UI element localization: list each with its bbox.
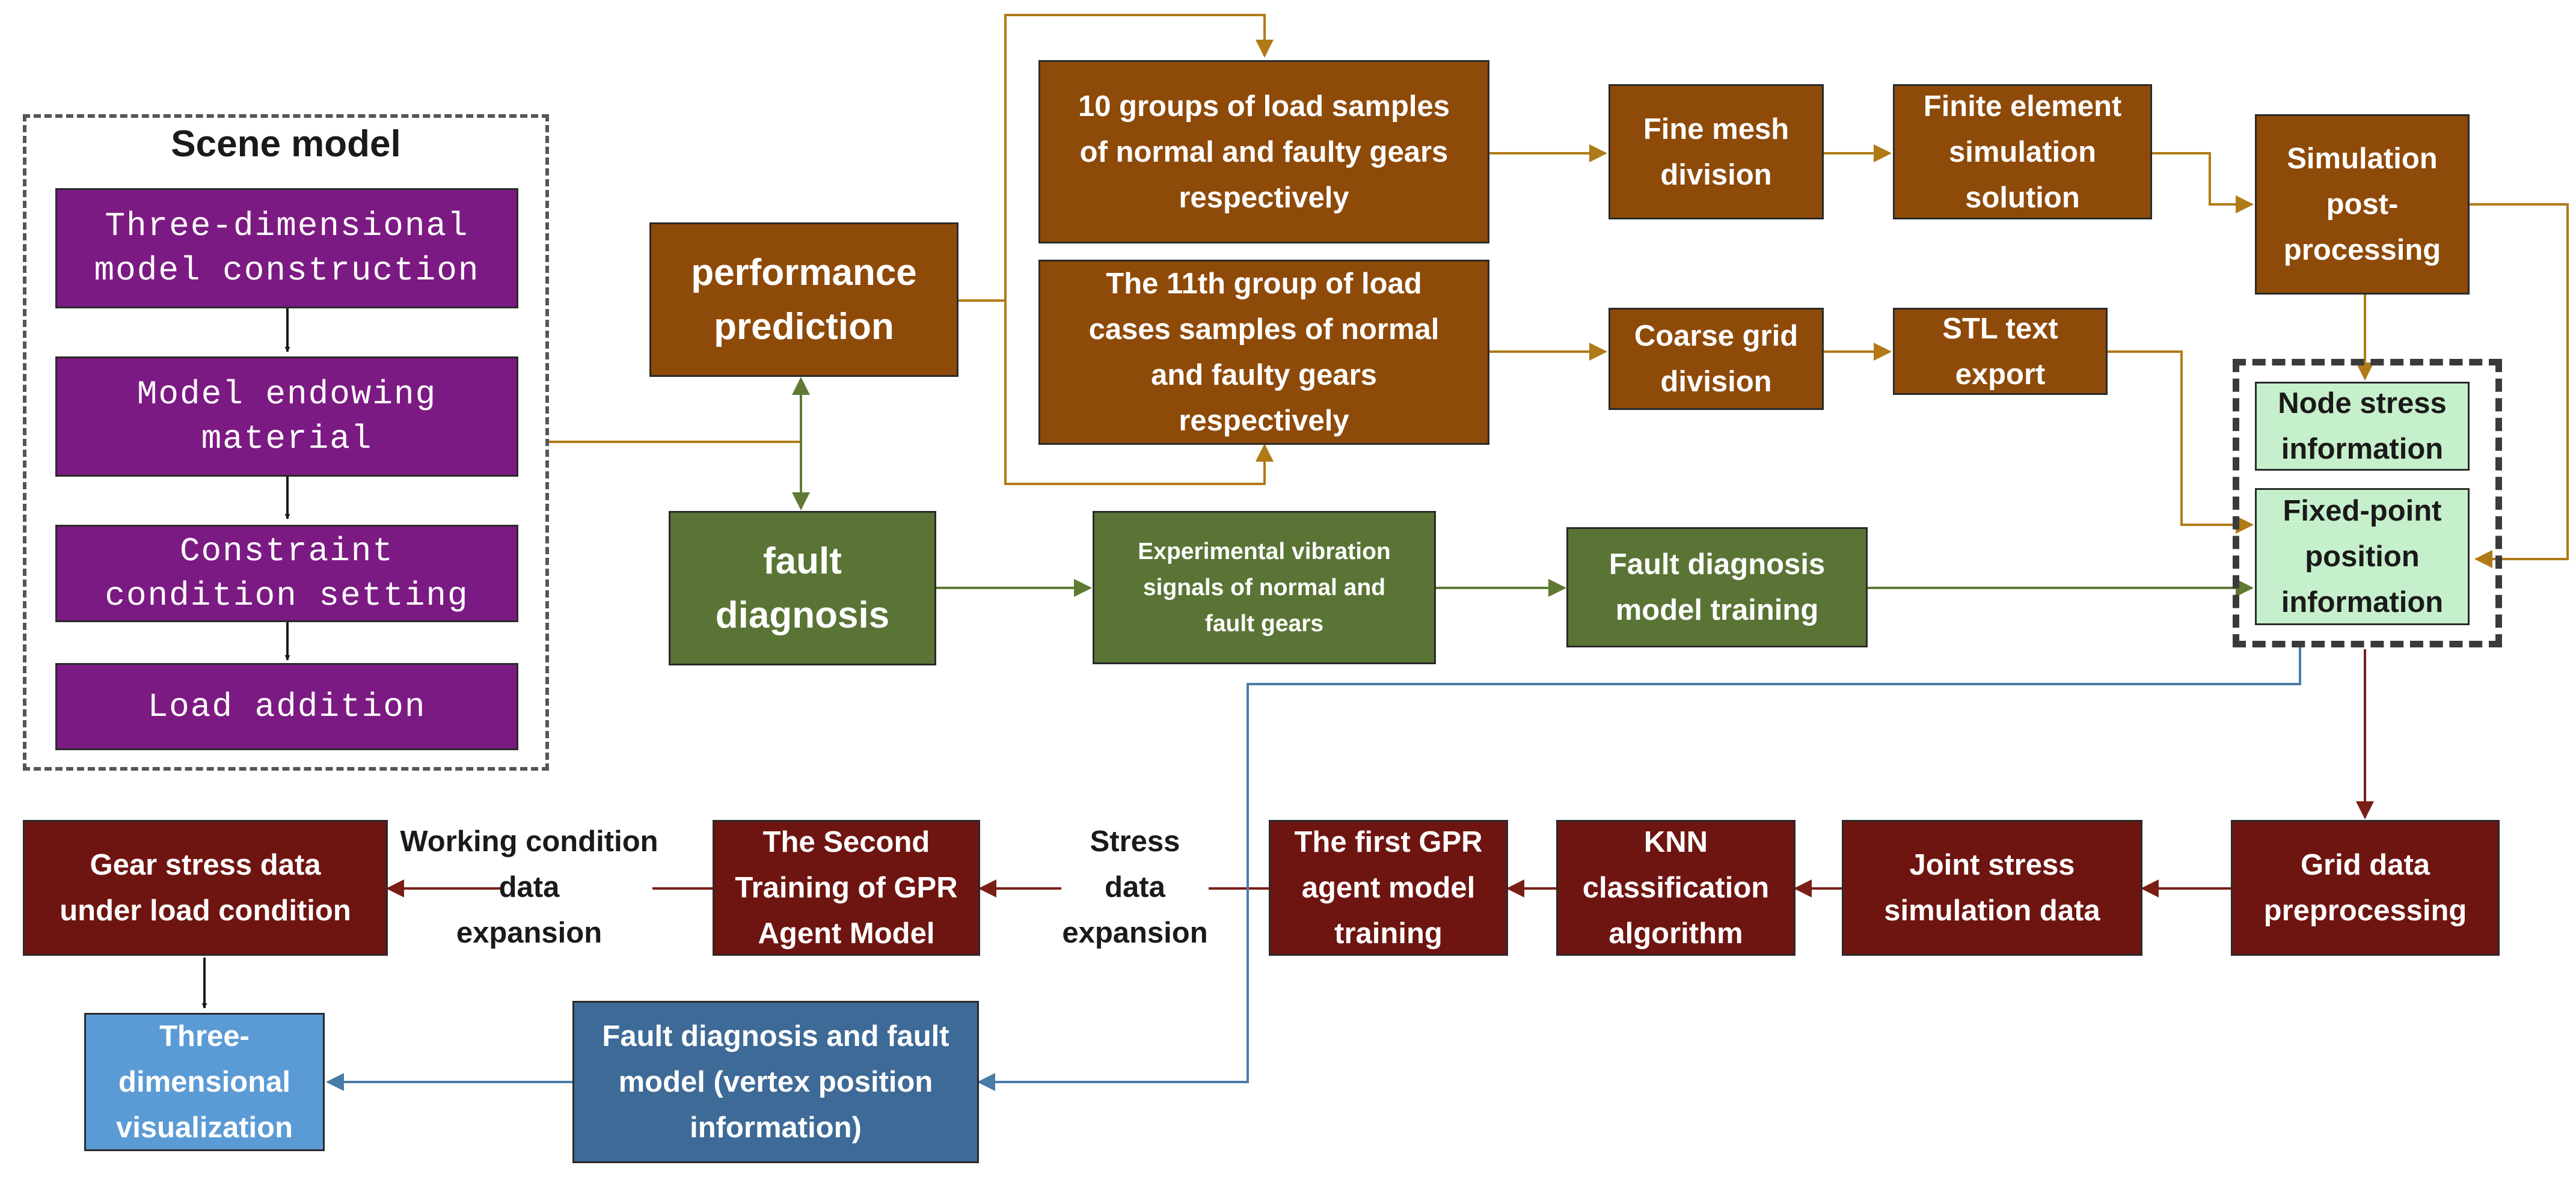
eleventh-group-samples-box: The 11th group of load cases samples of …: [1038, 260, 1489, 445]
constraint-condition-setting-box: Constraint condition setting: [55, 525, 518, 622]
coarse-grid-division-box: Coarse grid division: [1608, 308, 1824, 410]
stress-data-expansion-label: Stress data expansion: [1062, 825, 1208, 949]
three-dimensional-visualization-box: Three- dimensional visualization: [84, 1013, 325, 1151]
information-group: [2233, 359, 2502, 647]
simulation-post-processing-box: Simulation post- processing: [2255, 114, 2470, 295]
finite-element-simulation-box: Finite element simulation solution: [1893, 84, 2152, 219]
scene-model-title: Scene model: [171, 123, 401, 165]
fault-diagnosis-box: fault diagnosis: [669, 511, 936, 665]
performance-prediction-box: performance prediction: [649, 222, 958, 377]
gear-stress-data-box: Gear stress data under load condition: [23, 820, 388, 956]
pipeline-arrows: [386, 649, 2374, 897]
fixed-point-position-information-box: Fixed-point position information: [2255, 488, 2470, 625]
knn-classification-algorithm-box: KNN classification algorithm: [1556, 820, 1796, 956]
fault-diagnosis-model-training-box: Fault diagnosis model training: [1566, 527, 1868, 647]
second-gpr-training-box: The Second Training of GPR Agent Model: [713, 820, 980, 956]
working-condition-data-expansion-label: Working condition data expansion: [400, 825, 658, 949]
scene-chain-arrows: [201, 308, 290, 1009]
experimental-vibration-signals-box: Experimental vibration signals of normal…: [1093, 511, 1436, 664]
diagnosis-arrows: [792, 377, 2254, 597]
prediction-arrows: [547, 14, 2569, 568]
load-addition-box: Load addition: [55, 663, 518, 750]
fault-diagnosis-fault-model-box: Fault diagnosis and fault model (vertex …: [572, 1001, 979, 1163]
fine-mesh-division-box: Fine mesh division: [1608, 84, 1824, 219]
joint-stress-simulation-data-box: Joint stress simulation data: [1842, 820, 2142, 956]
visualization-arrows: [326, 646, 2301, 1091]
grid-data-preprocessing-box: Grid data preprocessing: [2231, 820, 2500, 956]
model-endowing-material-box: Model endowing material: [55, 356, 518, 477]
normal-faulty-load-samples-box: 10 groups of load samples of normal and …: [1038, 60, 1489, 243]
scene-model-group: [23, 114, 549, 771]
three-dimensional-model-construction-box: Three-dimensional model construction: [55, 188, 518, 308]
node-stress-information-box: Node stress information: [2255, 382, 2470, 471]
stl-text-export-box: STL text export: [1893, 308, 2108, 395]
first-gpr-agent-model-training-box: The first GPR agent model training: [1269, 820, 1508, 956]
